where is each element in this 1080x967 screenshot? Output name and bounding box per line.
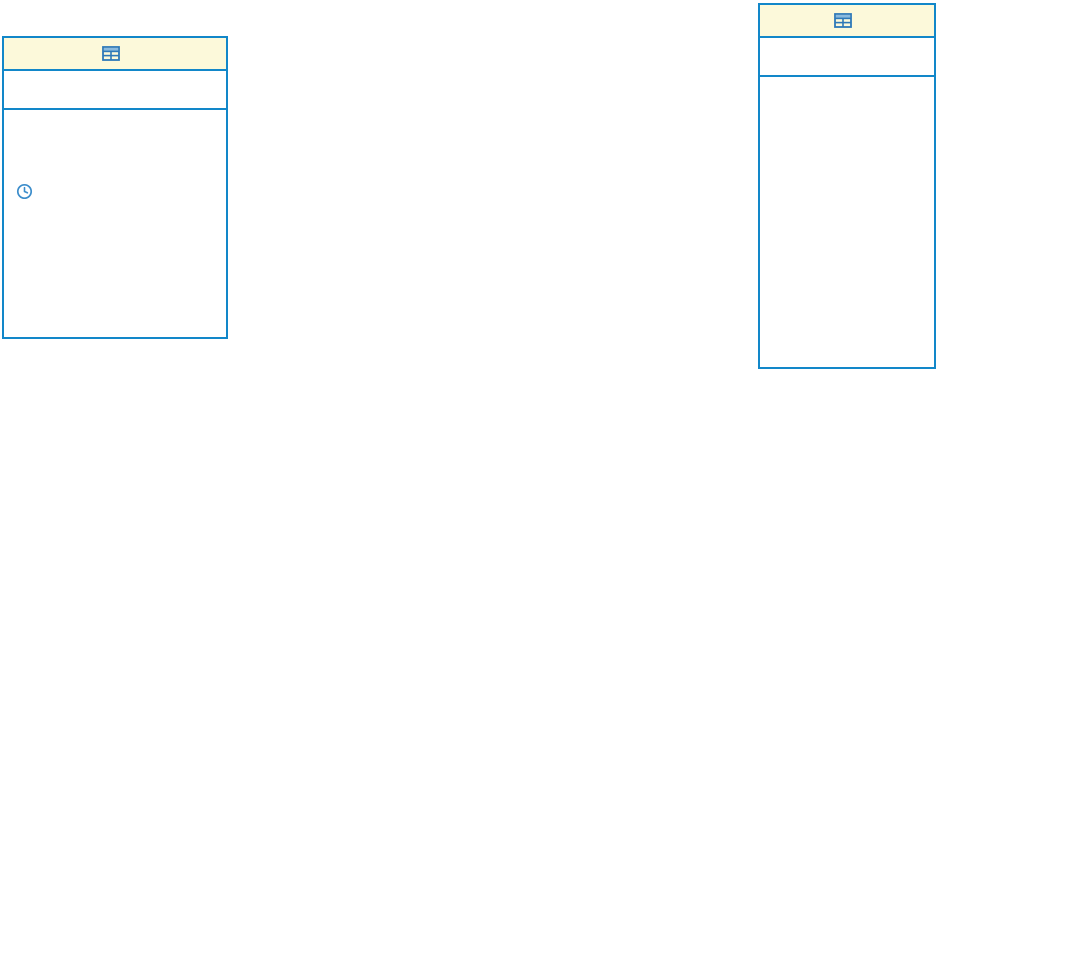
- entity-header[interactable]: [4, 38, 226, 71]
- field-row-id[interactable]: [4, 73, 226, 106]
- entity-uds_authenticator[interactable]: [758, 3, 936, 370]
- field-row-suid[interactable]: [4, 113, 226, 145]
- field-row-subjects[interactable]: [760, 333, 934, 365]
- table-icon: [834, 13, 852, 28]
- table-icon: [102, 46, 120, 61]
- primary-key-section: [4, 71, 226, 110]
- field-row-uuid[interactable]: [760, 270, 934, 302]
- field-row-user_id_id[interactable]: [4, 303, 226, 335]
- field-row-data_json[interactable]: [760, 301, 934, 333]
- field-row-id[interactable]: [760, 40, 934, 73]
- field-row-auth_id_id[interactable]: [4, 208, 226, 240]
- entity-header[interactable]: [760, 5, 934, 38]
- columns-section: [4, 110, 226, 337]
- field-row-name[interactable]: [760, 80, 934, 112]
- field-row-comments[interactable]: [760, 175, 934, 207]
- field-row-data_type[interactable]: [760, 112, 934, 144]
- entity-aggregator_usersession[interactable]: [2, 36, 228, 340]
- columns-section: [760, 77, 934, 367]
- field-row-farm_id_id[interactable]: [4, 239, 226, 271]
- field-row-site_id_id[interactable]: [4, 271, 226, 303]
- field-row-data[interactable]: [760, 143, 934, 175]
- field-row-priority[interactable]: [760, 206, 934, 238]
- primary-key-section: [760, 38, 934, 77]
- field-row-create_date[interactable]: [4, 176, 226, 208]
- datetime-type-icon: [12, 183, 36, 200]
- field-row-small_name[interactable]: [760, 238, 934, 270]
- field-row-token[interactable]: [4, 145, 226, 177]
